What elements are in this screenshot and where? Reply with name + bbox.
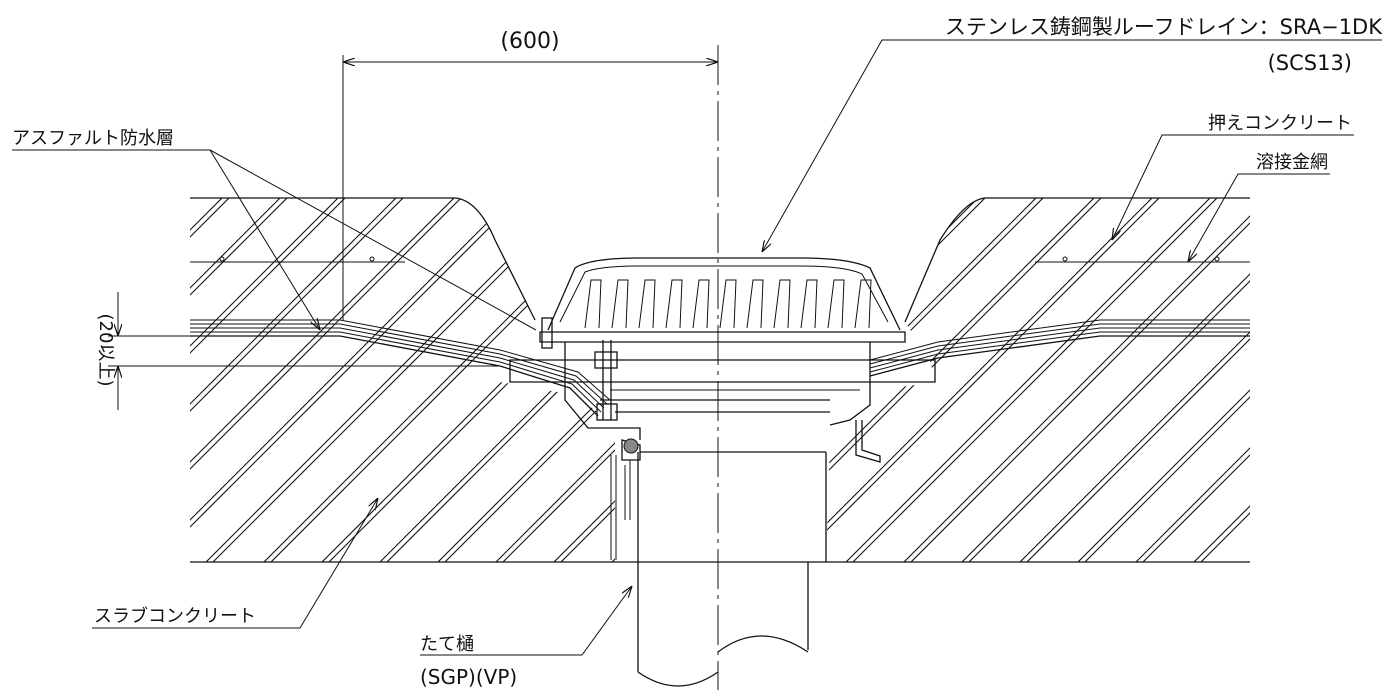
dimension-20-min [108, 292, 498, 410]
label-asphalt-layer: アスファルト防水層 [12, 128, 174, 149]
cover-concrete-outline-right [904, 197, 1250, 323]
label-downpipe-material: (SGP)(VP) [420, 665, 517, 689]
label-welded-mesh: 溶接金網 [1256, 152, 1328, 173]
label-product: ステンレス鋳鋼製ルーフドレイン：SRA−1DK [945, 15, 1383, 39]
drain-body [509, 317, 936, 463]
asphalt-waterproof-layer [190, 319, 1250, 417]
concrete-hatch-left [190, 198, 615, 562]
concrete-hatch-right [826, 198, 1250, 562]
label-cover-concrete: 押えコンクリート [1208, 113, 1352, 134]
dimension-600 [342, 55, 719, 320]
downpipe [610, 438, 827, 687]
drain-strainer-dome [539, 257, 906, 343]
strainer-ribs [584, 279, 872, 329]
label-downpipe: たて樋 [420, 634, 474, 655]
leader-lines [12, 39, 1382, 656]
cover-concrete-outline-left [190, 197, 536, 321]
label-dimension-600: (600) [500, 29, 559, 54]
label-product-material: (SCS13) [1268, 51, 1352, 75]
label-slab-concrete: スラブコンクリート [94, 605, 256, 627]
welded-wire-mesh [190, 256, 1250, 263]
label-dimension-20: (20以上) [95, 314, 116, 387]
